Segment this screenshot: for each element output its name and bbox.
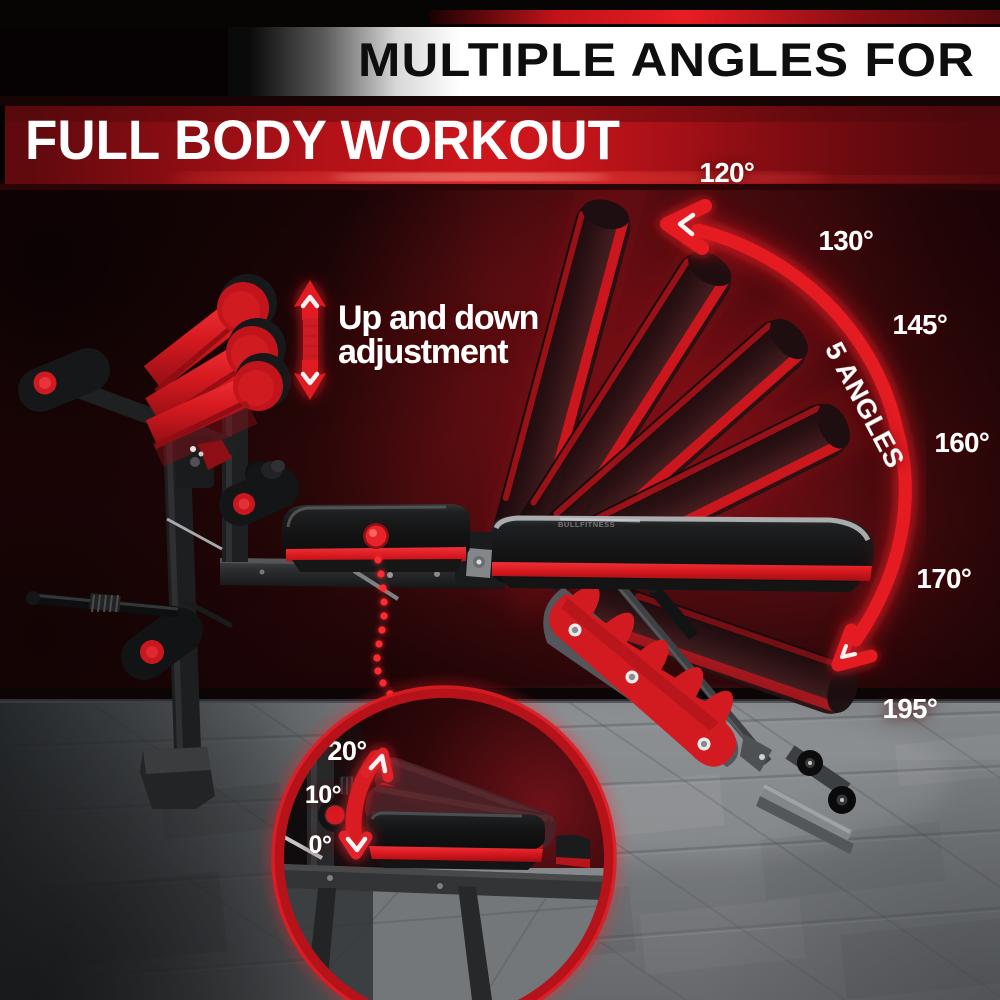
svg-text:BULLFITNESS: BULLFITNESS <box>558 520 615 529</box>
svg-text:120°: 120° <box>700 157 755 188</box>
svg-text:MULTIPLE ANGLES FOR: MULTIPLE ANGLES FOR <box>358 33 975 86</box>
svg-text:adjustment: adjustment <box>338 333 508 371</box>
svg-text:160°: 160° <box>935 427 990 458</box>
svg-text:0°: 0° <box>309 831 332 859</box>
svg-text:145°: 145° <box>893 309 948 340</box>
svg-text:195°: 195° <box>883 693 938 724</box>
svg-text:FULL BODY WORKOUT: FULL BODY WORKOUT <box>25 108 620 171</box>
svg-text:170°: 170° <box>917 563 972 594</box>
svg-text:10°: 10° <box>305 781 341 809</box>
svg-text:Up and down: Up and down <box>338 299 538 337</box>
svg-text:130°: 130° <box>819 225 874 256</box>
